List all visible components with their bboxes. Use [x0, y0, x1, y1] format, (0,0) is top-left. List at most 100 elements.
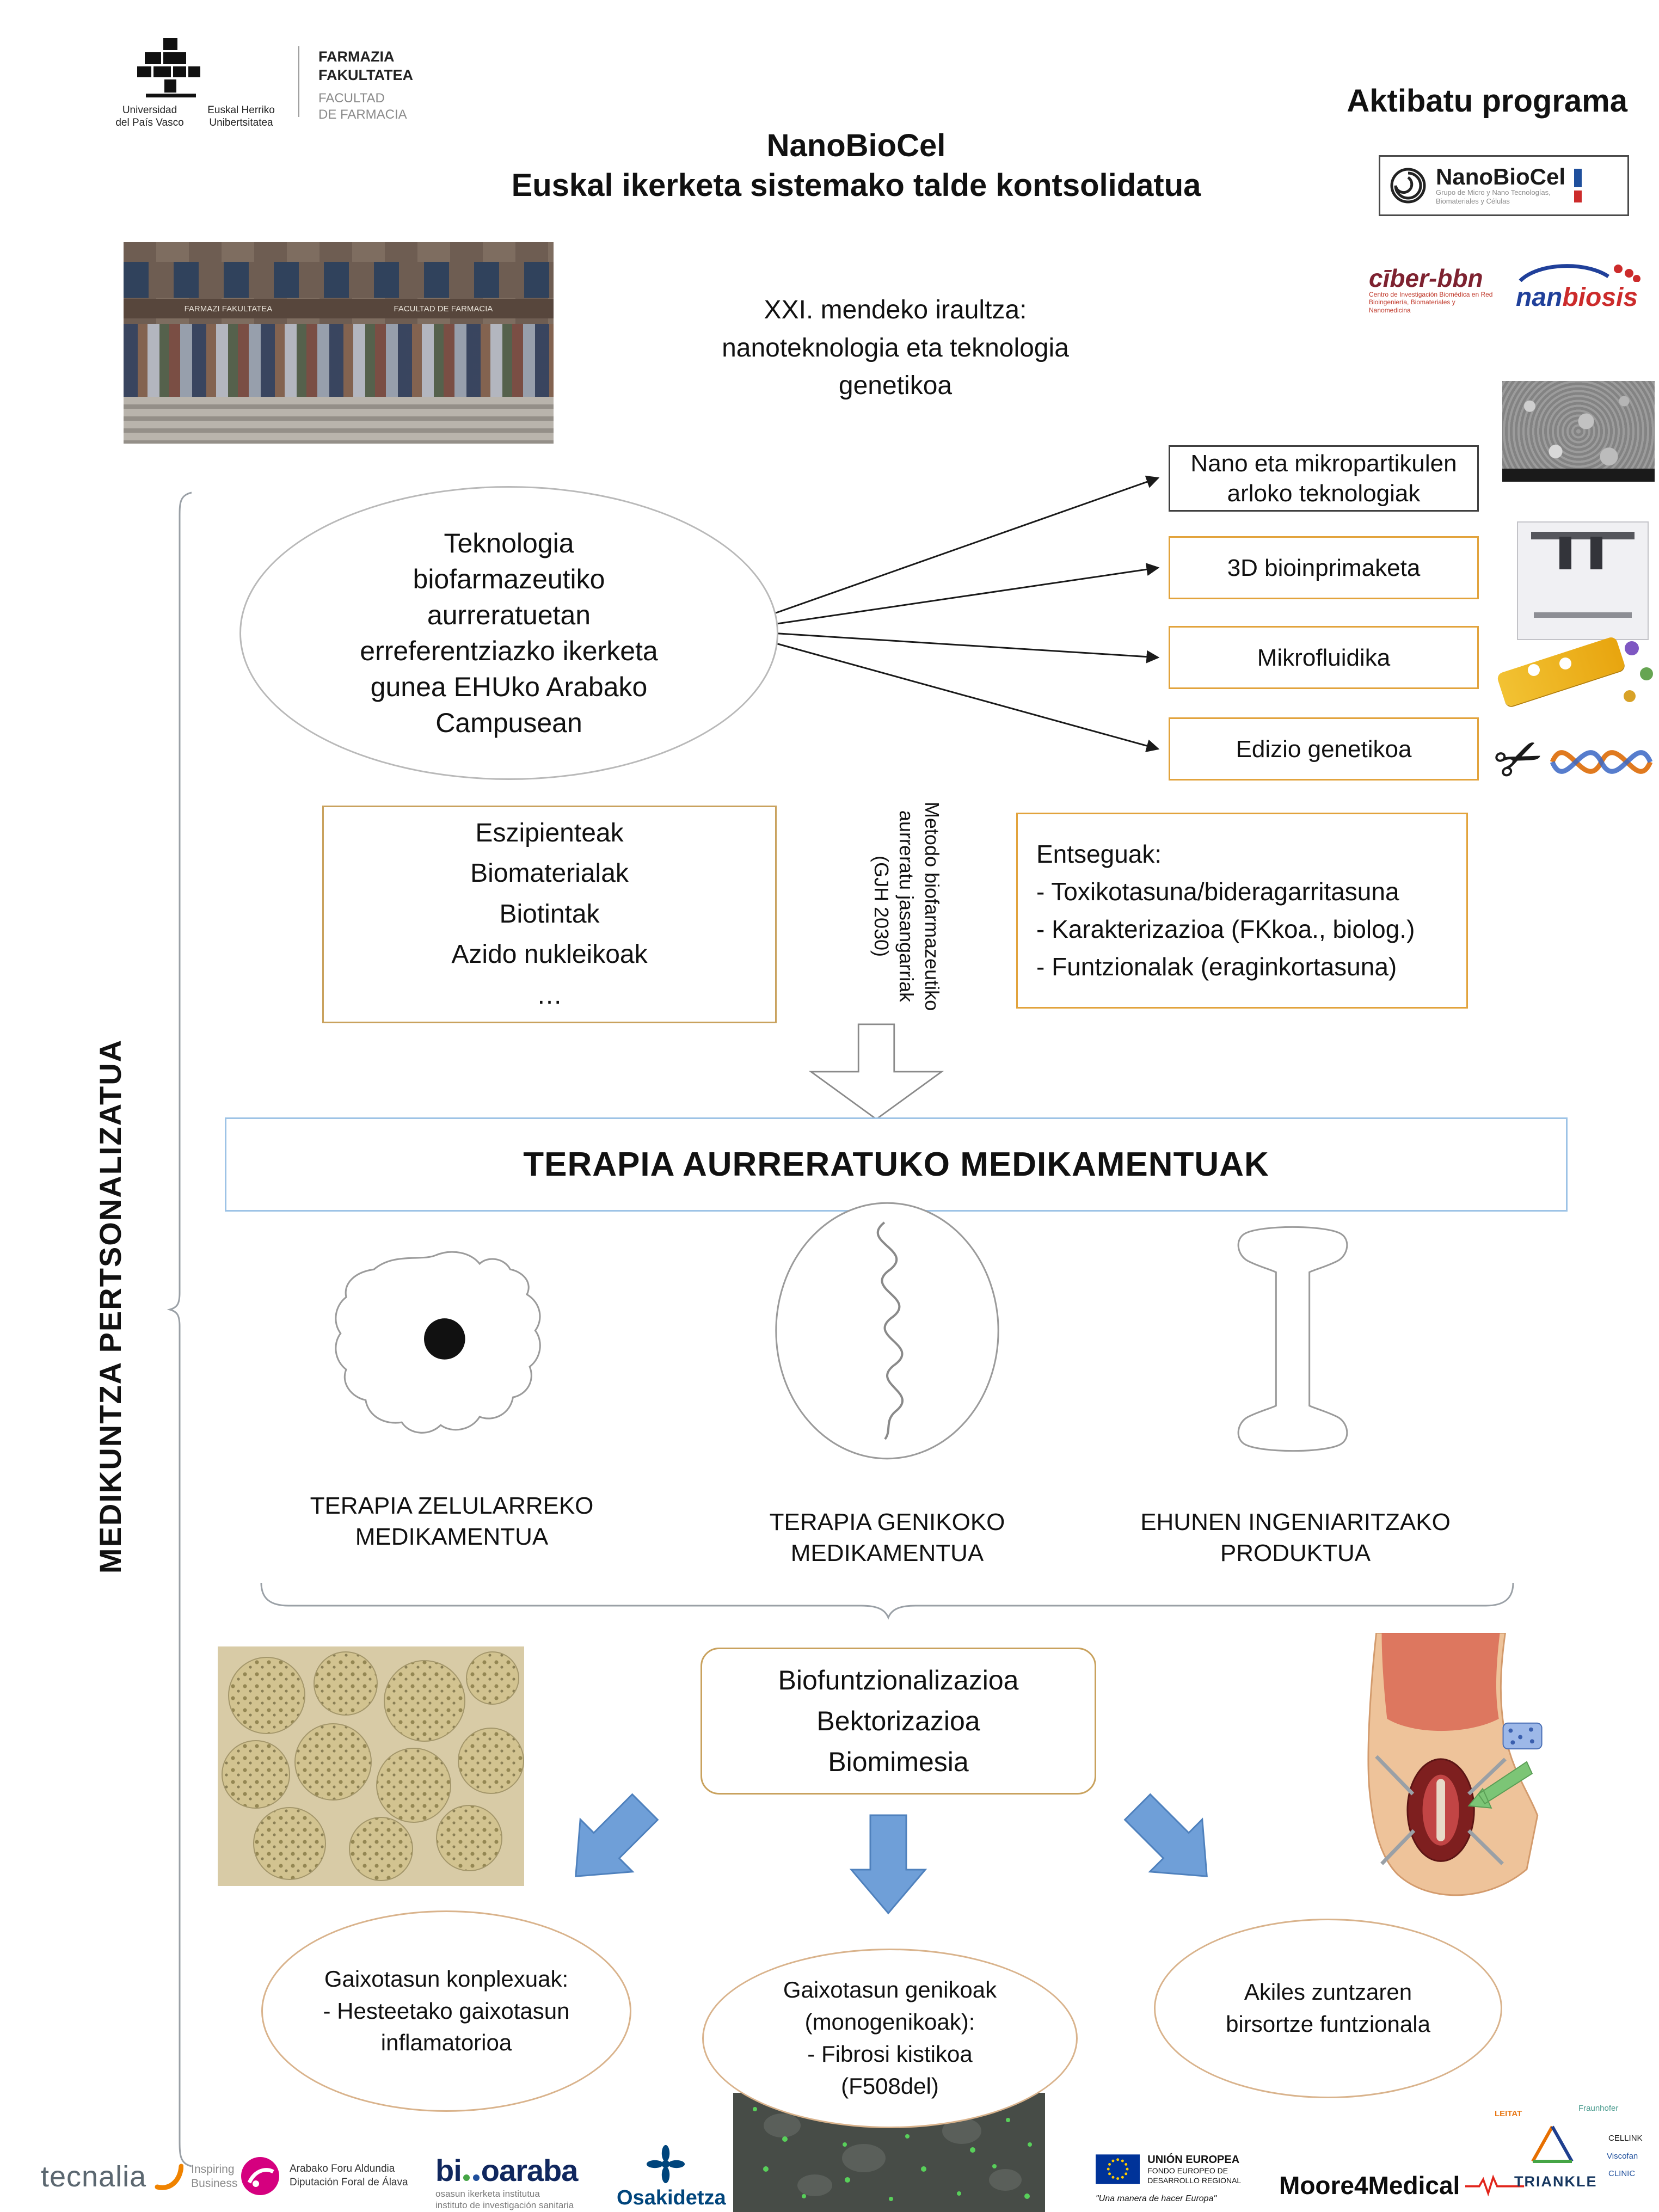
- moore4medical-logo: Moore4Medical: [1279, 2171, 1525, 2200]
- nanobiocel-logo-text: NanoBioCel Grupo de Micro y Nano Tecnolo…: [1436, 164, 1566, 205]
- nanbiosis-text-1: nan: [1516, 283, 1563, 312]
- faculty-name-eu: FARMAZIA: [318, 48, 395, 65]
- down-block-arrow: [808, 1023, 944, 1120]
- materials-line: Azido nukleikoak: [451, 940, 648, 969]
- triankle-cluster: Fraunhofer LEITAT CELLINK Viscofan CLINI…: [1491, 2104, 1655, 2210]
- materials-line: …: [536, 980, 563, 1010]
- chip-well: [1528, 664, 1540, 676]
- faculty-name-eu2: FAKULTATEA: [318, 66, 413, 83]
- bio-box-line: Biofuntzionalizazioa: [778, 1664, 1019, 1695]
- tech-box-gene-editing: Edizio genetikoa: [1169, 717, 1479, 781]
- partner-clinic: CLINIC: [1608, 2169, 1636, 2178]
- printer-plate: [1533, 612, 1632, 618]
- ellipse-line: gunea EHUko Arabako: [370, 672, 648, 702]
- eu-flag-icon: [1096, 2154, 1140, 2184]
- sem-micrograph-image: [1502, 381, 1655, 482]
- nanbiosis-text-2: biosis: [1562, 283, 1638, 312]
- photo-steps: [124, 397, 554, 444]
- upv-name-eu: Euskal Herriko Unibertsitatea: [207, 105, 275, 128]
- program-title: Aktibatu programa: [1347, 83, 1627, 119]
- tests-item: - Funtzionalak (eraginkortasuna): [1036, 953, 1397, 981]
- bone-shape: [1237, 1226, 1348, 1452]
- scissors-icon: ✂: [1484, 721, 1554, 798]
- nanbiosis-arc-icon: [1519, 264, 1640, 282]
- materials-line: Biotintak: [499, 899, 600, 929]
- materials-line: Eszipienteak: [475, 819, 624, 848]
- advanced-therapy-banner: TERAPIA AURRERATUKO MEDIKAMENTUAK: [225, 1117, 1568, 1212]
- bio-box-line: Bektorizazioa: [816, 1705, 980, 1736]
- personalized-medicine-label: MEDIKUNTZA PERTSONALIZATUA: [93, 1039, 127, 1574]
- capsules-image: [218, 1646, 524, 1886]
- triankle-triangle-icon: [1531, 2125, 1574, 2163]
- partner-cellink: CELLINK: [1608, 2134, 1643, 2143]
- therapy-label-cell: TERAPIA ZELULARREKO MEDIKAMENTUA: [310, 1492, 594, 1551]
- ecg-icon: [1465, 2174, 1525, 2197]
- chip-well: [1559, 658, 1571, 669]
- triankle-name: TRIANKLE: [1514, 2173, 1597, 2190]
- tests-item: - Toxikotasuna/bideragarritasuna: [1036, 877, 1399, 906]
- materials-box: Eszipienteak Biomaterialak Biotintak Azi…: [322, 806, 777, 1023]
- ellipse-line: erreferentziazko ikerketa: [360, 636, 658, 666]
- biofunctionalization-box: Biofuntzionalizazioa Bektorizazioa Biomi…: [701, 1648, 1096, 1795]
- ellipse-line: aurreratuetan: [427, 600, 591, 630]
- disease-ellipse-achilles: Akiles zuntzaren birsortze funtzionala: [1154, 1919, 1502, 2098]
- research-hub-ellipse: Teknologia biofarmazeutiko aurreratuetan…: [239, 486, 778, 780]
- upv-ehu-logo: Universidad del País Vasco Euskal Herrik…: [106, 38, 286, 142]
- printer-nozzle: [1590, 536, 1603, 569]
- microfluidic-chip-image: [1495, 636, 1656, 712]
- therapy-label-gene: TERAPIA GENIKOKO MEDIKAMENTUA: [769, 1509, 1005, 1567]
- ellipse-line: Campusean: [435, 708, 582, 738]
- faculty-block: FARMAZIA FAKULTATEA FACULTAD DE FARMACIA: [318, 48, 413, 123]
- partner-leitat: LEITAT: [1495, 2109, 1522, 2118]
- scaffold-patch-icon: [1502, 1722, 1543, 1750]
- gene-editing-image: ✂: [1485, 721, 1656, 803]
- virus-icon: [1640, 667, 1653, 680]
- poster-title-line2: Euskal ikerketa sistemako talde kontsoli…: [511, 167, 1201, 203]
- dna-oval-shape: [775, 1202, 999, 1460]
- tests-title: Entseguak:: [1036, 840, 1162, 868]
- upv-name-es: Universidad del País Vasco: [115, 105, 184, 128]
- header-separator: [298, 46, 299, 117]
- ciber-bbn-logo: cīber-bbn Centro de Investigación Bioméd…: [1369, 264, 1493, 314]
- araba-circle-icon: [241, 2157, 279, 2195]
- under-brace: [260, 1582, 1514, 1620]
- green-arrow-icon: [1467, 1761, 1533, 1809]
- photo-crowd: [124, 324, 554, 397]
- disease-ellipse-complex: Gaixotasun konplexuak: - Hesteetako gaix…: [261, 1910, 631, 2112]
- bioaraba-dot: [463, 2174, 470, 2181]
- bio-box-line: Biomimesia: [828, 1746, 969, 1777]
- virus-icon: [1624, 690, 1636, 702]
- nanobiocel-spiral-icon: [1390, 168, 1426, 204]
- osakidetza-logo: Osakidetza: [617, 2145, 726, 2210]
- tests-item: - Karakterizazioa (FKkoa., biolog.): [1036, 915, 1415, 943]
- bioprinter-image: [1517, 521, 1649, 640]
- disease-ellipse-genetic: Gaixotasun genikoak (monogenikoak): - Fi…: [702, 1949, 1078, 2128]
- sem-scale-bar: [1502, 469, 1655, 482]
- ankle-surgery-image: [1344, 1633, 1545, 1919]
- printer-nozzle: [1559, 536, 1572, 569]
- partner-viscofan: Viscofan: [1607, 2152, 1638, 2161]
- tests-box: Entseguak: - Toxikotasuna/bideragarritas…: [1016, 813, 1468, 1009]
- method-rotated-text: Metodo biofarmazeutiko aurreratu jasanga…: [870, 801, 944, 1011]
- ellipse-line: biofarmazeutiko: [413, 564, 605, 594]
- nanobiocel-logo: NanoBioCel Grupo de Micro y Nano Tecnolo…: [1379, 155, 1629, 216]
- tecnalia-swoosh-icon: [155, 2164, 184, 2190]
- blue-arrows: [575, 1793, 1208, 1915]
- intro-text: XXI. mendeko iraultza: nanoteknologia et…: [722, 296, 1069, 401]
- ellipse-line: Teknologia: [444, 528, 574, 558]
- faculty-name-es: FACULTAD: [318, 90, 385, 106]
- bioaraba-dot: [472, 2174, 480, 2181]
- cell-nucleus: [424, 1318, 465, 1360]
- osakidetza-flower-icon: [646, 2145, 685, 2184]
- photo-windows: [124, 262, 554, 298]
- printer-gantry: [1531, 532, 1635, 540]
- nanobiocel-accent-bars: [1574, 169, 1582, 202]
- upv-tree-icon: [137, 38, 200, 97]
- left-brace: [167, 491, 192, 2167]
